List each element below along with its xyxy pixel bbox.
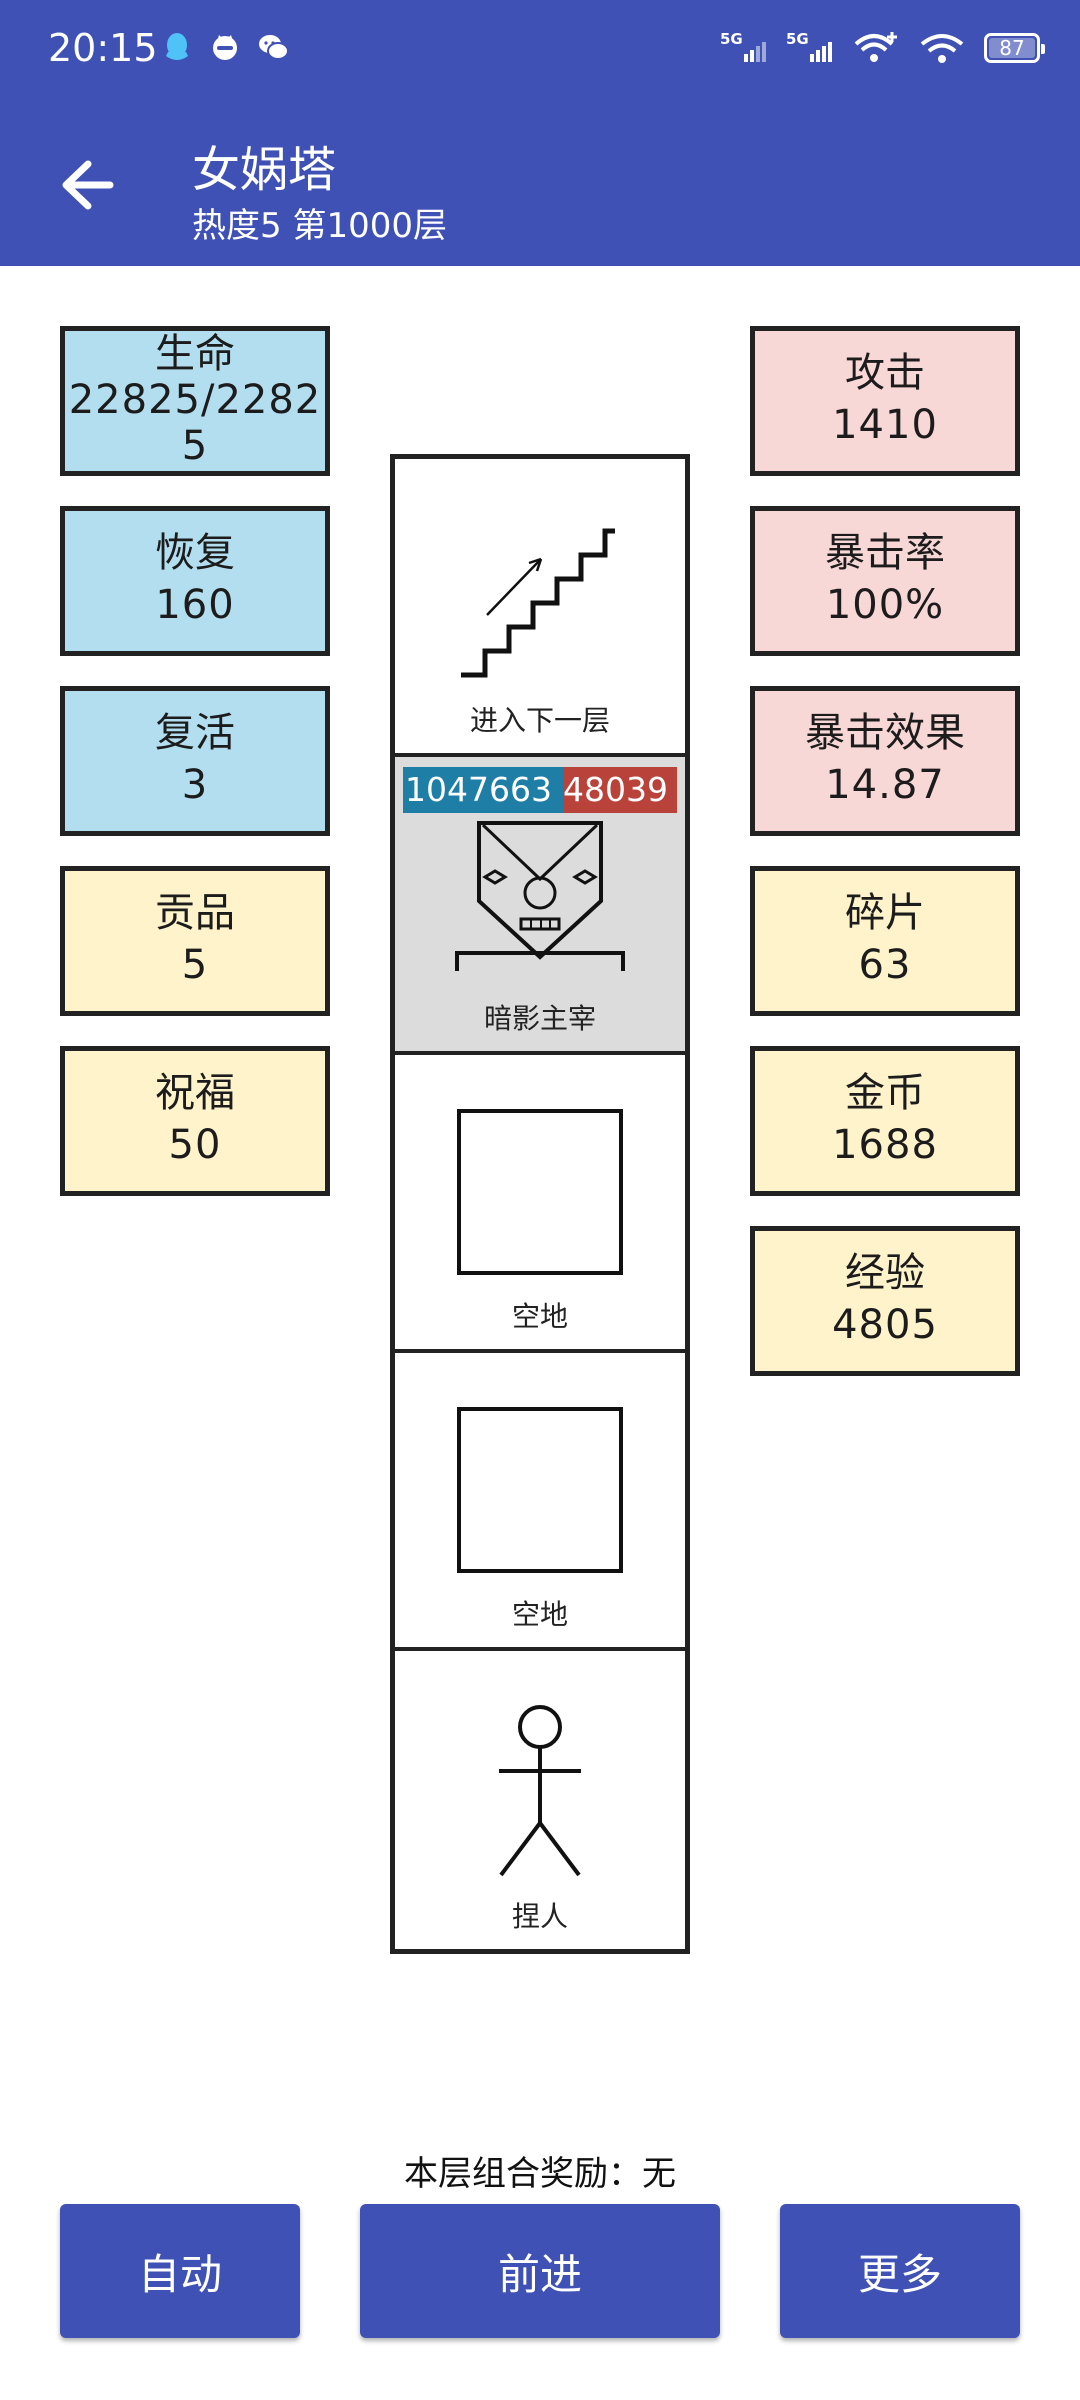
stat-card-regen: 恢复 160 bbox=[60, 506, 330, 656]
stat-value: 3 bbox=[181, 762, 209, 808]
tower-cell-label: 空地 bbox=[511, 1300, 568, 1333]
empty-square-icon bbox=[457, 1407, 623, 1573]
tower-column: 进入下一层 1047663 48039 暗影主宰 空地 bbox=[390, 454, 690, 1954]
stat-label: 恢复 bbox=[155, 530, 235, 576]
stat-card-blessing: 祝福 50 bbox=[60, 1046, 330, 1196]
signal-5g-2-icon: 5G bbox=[786, 30, 832, 62]
cat-app-icon bbox=[213, 35, 237, 60]
stat-label: 贡品 bbox=[155, 890, 235, 936]
stat-value: 1410 bbox=[832, 402, 938, 448]
stat-card-crit-effect: 暴击效果 14.87 bbox=[750, 686, 1020, 836]
boss-attack: 48039 bbox=[563, 767, 677, 813]
tower-cell-label: 暗影主宰 bbox=[483, 1002, 596, 1035]
battery-level: 87 bbox=[999, 36, 1025, 60]
back-arrow-icon[interactable] bbox=[50, 150, 130, 220]
shadow-lord-icon bbox=[455, 821, 625, 971]
wifi-plus-icon bbox=[854, 32, 897, 62]
stat-value: 100% bbox=[825, 582, 945, 628]
tower-cell-player[interactable]: 捏人 bbox=[395, 1651, 685, 1949]
forward-button[interactable]: 前进 bbox=[360, 2204, 720, 2338]
stat-card-shards: 碎片 63 bbox=[750, 866, 1020, 1016]
stat-label: 生命 bbox=[155, 331, 235, 377]
boss-stats-bar: 1047663 48039 bbox=[403, 767, 677, 813]
system-icons: 5G 5G bbox=[720, 28, 1045, 68]
status-bar: 20:15 5 bbox=[0, 0, 1080, 100]
top-bar: 20:15 5 bbox=[0, 0, 1080, 266]
tower-cell-boss[interactable]: 1047663 48039 暗影主宰 bbox=[395, 757, 685, 1055]
stat-label: 攻击 bbox=[845, 350, 925, 396]
stat-value: 14.87 bbox=[825, 762, 945, 808]
tower-cell-label: 空地 bbox=[511, 1598, 568, 1631]
auto-button[interactable]: 自动 bbox=[60, 2204, 300, 2338]
page-subtitle: 热度5 第1000层 bbox=[192, 206, 447, 246]
stat-card-life: 生命 22825/22825 bbox=[60, 326, 330, 476]
stat-value: 22825/22825 bbox=[68, 377, 322, 469]
page-title: 女娲塔 bbox=[192, 142, 337, 198]
stat-card-revive: 复活 3 bbox=[60, 686, 330, 836]
stat-label: 暴击效果 bbox=[805, 710, 965, 756]
notification-icons bbox=[160, 30, 290, 64]
stairs-icon bbox=[461, 528, 615, 678]
empty-square-icon bbox=[457, 1109, 623, 1275]
stat-label: 复活 bbox=[155, 710, 235, 756]
stat-card-attack: 攻击 1410 bbox=[750, 326, 1020, 476]
stat-label: 金币 bbox=[845, 1070, 925, 1116]
wifi-icon bbox=[920, 34, 964, 63]
stick-figure-icon bbox=[499, 1705, 581, 1877]
tower-cell-stairs[interactable]: 进入下一层 bbox=[395, 459, 685, 757]
stat-label: 碎片 bbox=[845, 890, 925, 936]
stat-label: 祝福 bbox=[155, 1070, 235, 1116]
tower-cell-label: 捏人 bbox=[511, 1900, 568, 1933]
stat-value: 4805 bbox=[832, 1302, 938, 1348]
svg-text:5G: 5G bbox=[786, 30, 809, 48]
status-time: 20:15 bbox=[48, 26, 158, 70]
battery-icon: 87 bbox=[984, 33, 1045, 63]
tower-cell-label: 进入下一层 bbox=[469, 704, 610, 737]
svg-text:5G: 5G bbox=[720, 30, 743, 48]
stat-card-tribute: 贡品 5 bbox=[60, 866, 330, 1016]
stat-card-crit-rate: 暴击率 100% bbox=[750, 506, 1020, 656]
wechat-icon bbox=[259, 35, 289, 60]
stat-value: 50 bbox=[168, 1122, 222, 1168]
stat-label: 暴击率 bbox=[825, 530, 945, 576]
signal-5g-1-icon: 5G bbox=[720, 30, 766, 62]
stat-value: 63 bbox=[858, 942, 912, 988]
stat-label: 经验 bbox=[845, 1250, 925, 1296]
stat-card-gold: 金币 1688 bbox=[750, 1046, 1020, 1196]
boss-hp: 1047663 bbox=[403, 767, 563, 813]
tower-cell-empty-1[interactable]: 空地 bbox=[395, 1055, 685, 1353]
stat-value: 5 bbox=[181, 942, 209, 988]
stat-card-exp: 经验 4805 bbox=[750, 1226, 1020, 1376]
stat-value: 1688 bbox=[832, 1122, 938, 1168]
qq-icon bbox=[166, 33, 188, 60]
more-button[interactable]: 更多 bbox=[780, 2204, 1020, 2338]
stat-value: 160 bbox=[155, 582, 235, 628]
tower-cell-empty-2[interactable]: 空地 bbox=[395, 1353, 685, 1651]
combo-reward-text: 本层组合奖励：无 bbox=[404, 2154, 676, 2194]
